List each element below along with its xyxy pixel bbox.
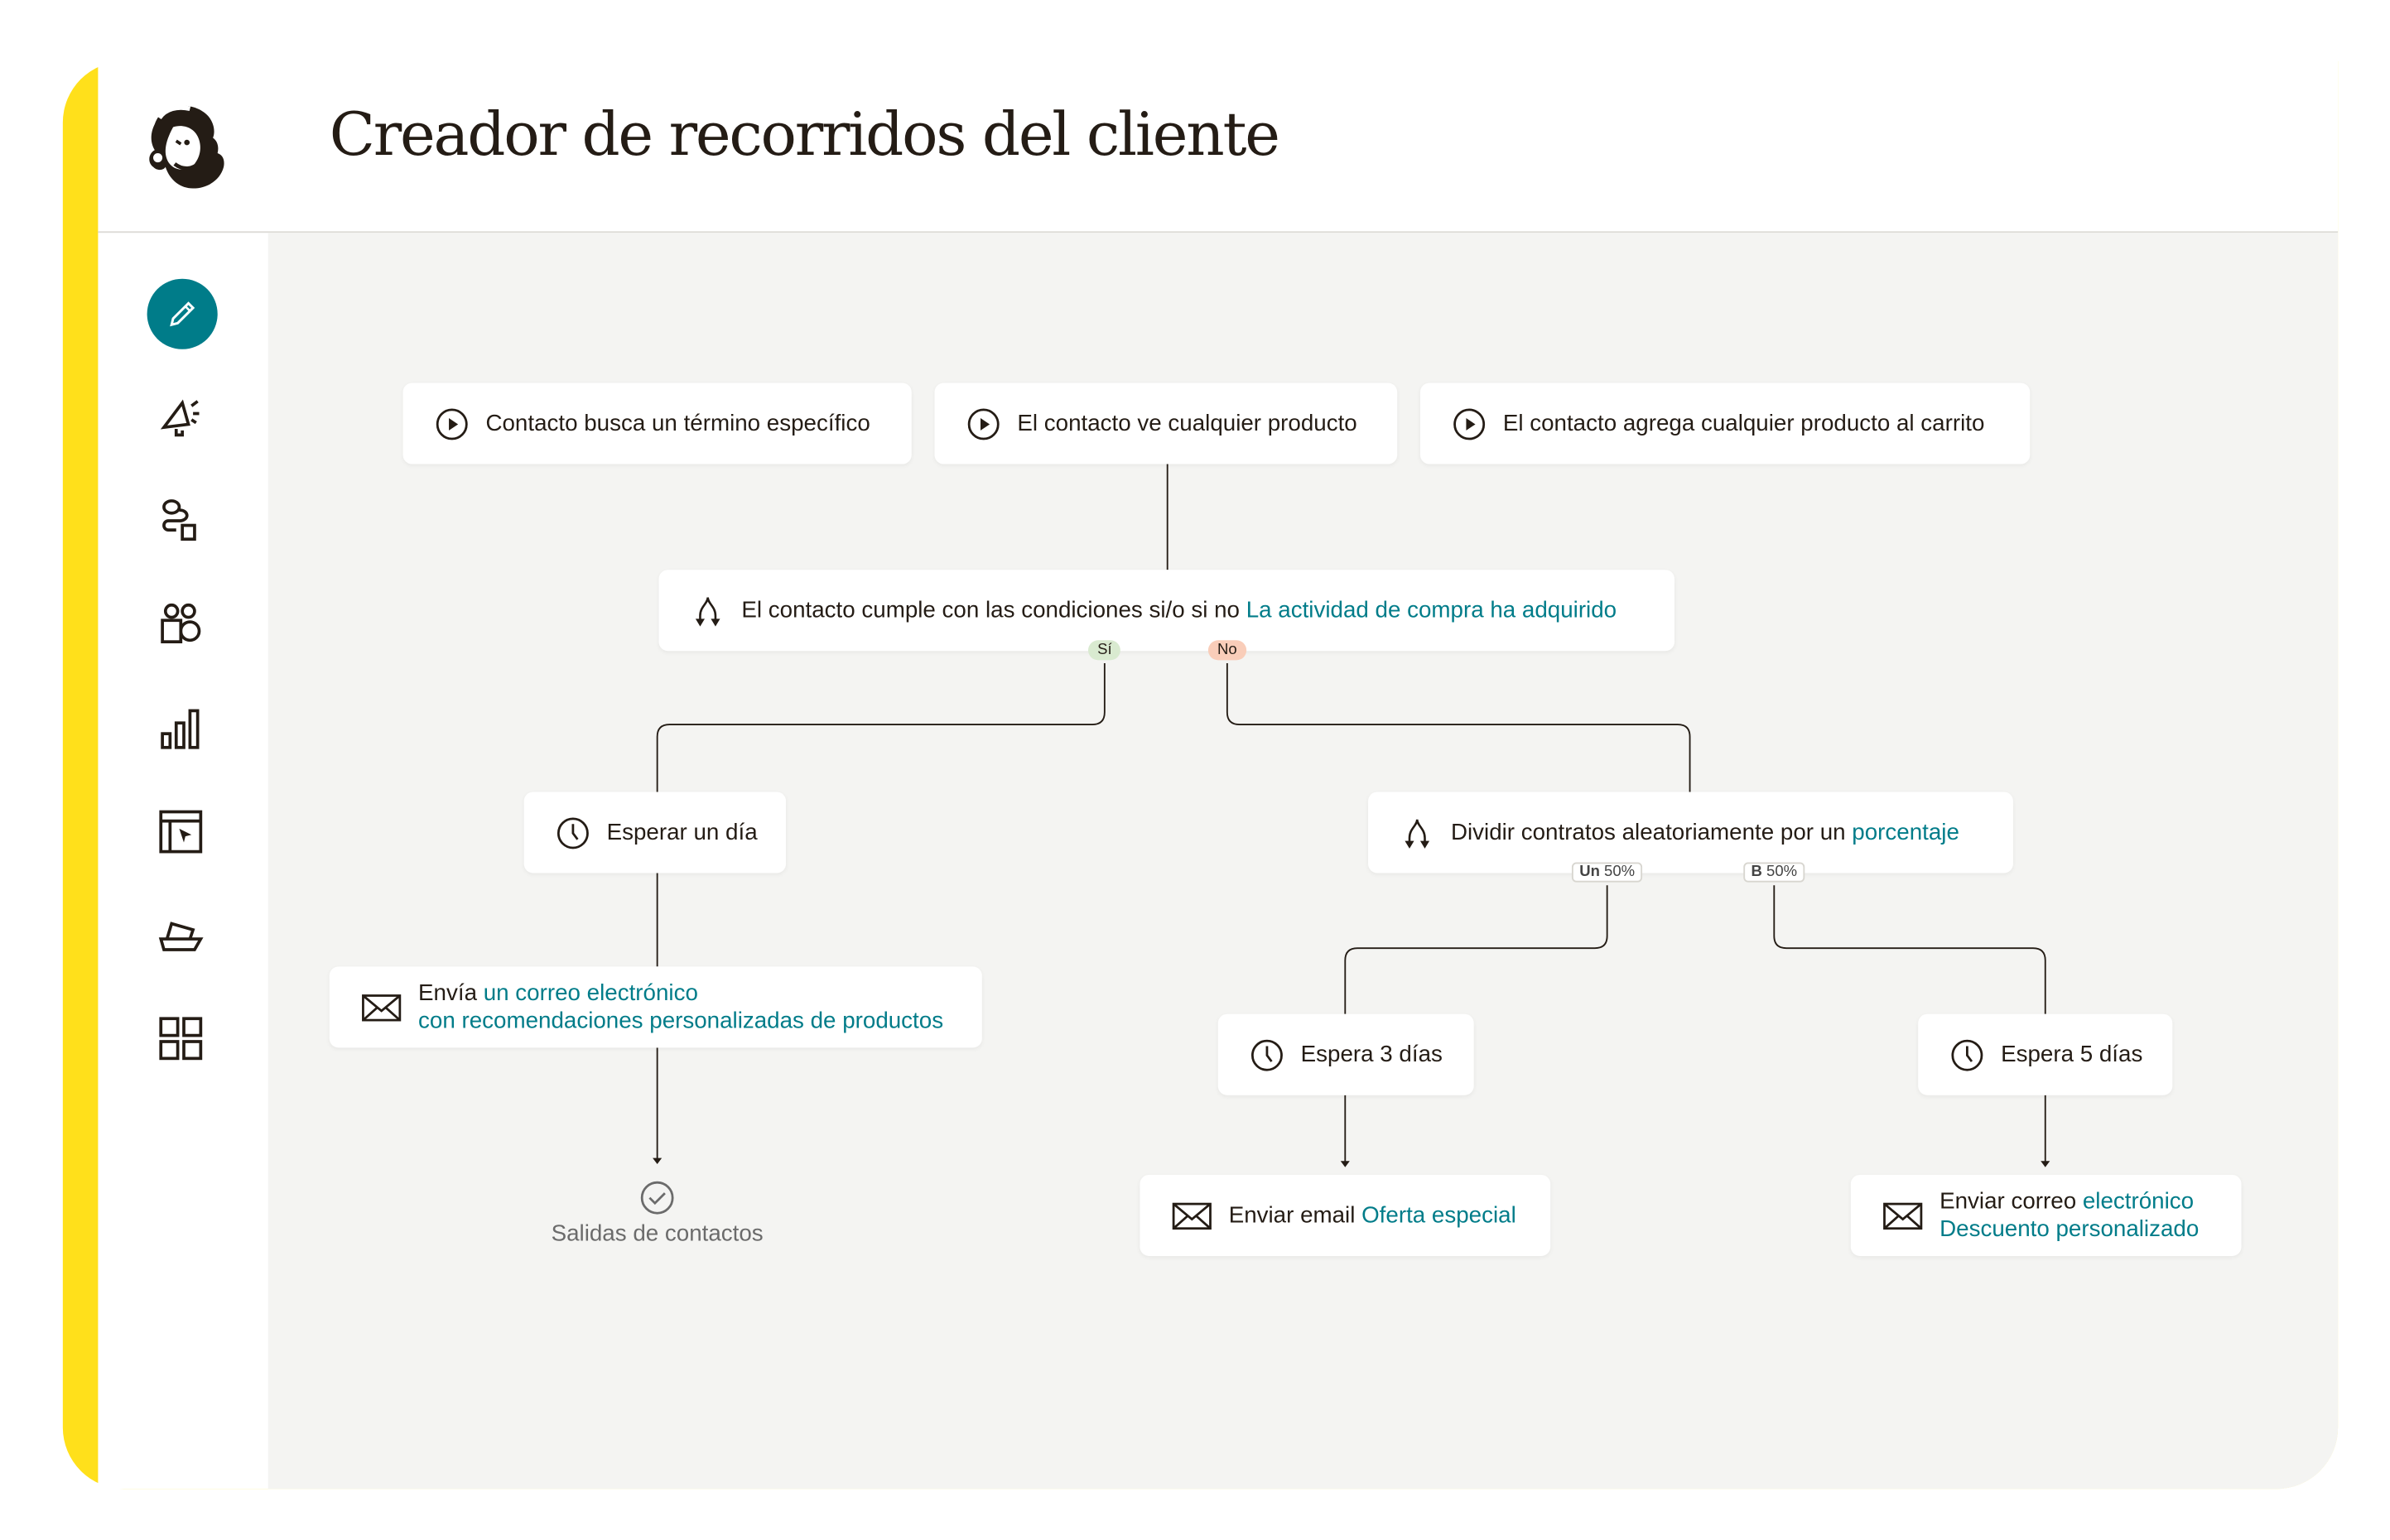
sidebar-item-analytics[interactable] <box>150 699 211 760</box>
sidebar-item-website[interactable] <box>150 801 211 863</box>
email-node[interactable]: Enviar email Oferta especial <box>1140 1174 1551 1256</box>
mailchimp-logo[interactable] <box>135 97 233 195</box>
wait-label: Espera 3 días <box>1300 1042 1443 1068</box>
check-circle-icon <box>640 1181 674 1215</box>
email-text: Envía <box>418 979 478 1006</box>
pencil-icon <box>170 301 195 327</box>
no-badge: No <box>1207 640 1246 661</box>
email-link[interactable]: electrónico <box>2082 1187 2195 1215</box>
automation-icon <box>162 499 196 541</box>
trigger-label: Contacto busca un término específico <box>485 410 870 437</box>
split-b-badge: B 50% <box>1743 862 1805 883</box>
email-link-line2[interactable]: con recomendaciones personalizadas de pr… <box>418 1007 944 1033</box>
email-link[interactable]: un correo electrónico <box>483 979 698 1006</box>
trigger-node[interactable]: El contacto agrega cualquier producto al… <box>1419 383 2031 464</box>
condition-node[interactable]: El contacto cumple con las condiciones s… <box>658 570 1675 652</box>
sidebar-item-integrations[interactable] <box>150 904 211 965</box>
condition-link[interactable]: La actividad de compra ha adquirido <box>1246 597 1617 623</box>
header-divider <box>98 231 2339 233</box>
audience-icon <box>161 603 201 644</box>
clock-icon <box>1250 1038 1283 1071</box>
email-text: Enviar correo <box>1939 1187 2077 1215</box>
sidebar-item-create[interactable] <box>147 278 218 349</box>
integrations-icon <box>158 922 204 951</box>
megaphone-icon <box>160 399 200 437</box>
split-link[interactable]: porcentaje <box>1852 819 1959 846</box>
envelope-icon <box>1172 1201 1212 1230</box>
trigger-node[interactable]: Contacto busca un término específico <box>402 383 912 464</box>
trigger-label: El contacto ve cualquier producto <box>1017 410 1357 437</box>
wait-label: Espera 5 días <box>2001 1042 2143 1068</box>
page-title: Creador de recorridos del cliente <box>329 101 1280 171</box>
website-icon <box>159 810 203 854</box>
condition-text: El contacto cumple con las condiciones s… <box>741 597 1240 623</box>
email-link[interactable]: Oferta especial <box>1361 1202 1516 1229</box>
play-icon <box>1453 407 1486 440</box>
split-node[interactable]: Dividir contratos aleatoriamente por un … <box>1368 792 2013 873</box>
email-text: Enviar email <box>1228 1202 1356 1229</box>
play-icon <box>436 407 468 440</box>
sidebar-item-automations[interactable] <box>150 490 211 551</box>
sidebar-item-audience[interactable] <box>150 593 211 654</box>
sidebar-item-apps[interactable] <box>150 1008 211 1069</box>
wait-node[interactable]: Esperar un día <box>523 792 787 873</box>
clock-icon <box>1951 1038 1983 1071</box>
envelope-icon <box>362 994 402 1021</box>
email-link-line2[interactable]: Descuento personalizado <box>1939 1215 2200 1242</box>
email-node[interactable]: Enviar correo electrónico Descuento pers… <box>1850 1174 2242 1256</box>
yes-badge: Sí <box>1088 640 1121 661</box>
clock-icon <box>557 816 589 849</box>
trigger-node[interactable]: El contacto ve cualquier producto <box>934 383 1398 464</box>
split-text: Dividir contratos aleatoriamente por un <box>1450 819 1846 846</box>
envelope-icon <box>1883 1201 1923 1230</box>
email-node[interactable]: Envía un correo electrónico con recomend… <box>329 966 982 1048</box>
sidebar-item-campaigns[interactable] <box>150 386 211 447</box>
grid-icon <box>159 1017 203 1061</box>
exit-label: Salidas de contactos <box>551 1220 764 1247</box>
branch-icon <box>695 596 720 626</box>
play-icon <box>967 407 1000 440</box>
trigger-label: El contacto agrega cualquier producto al… <box>1502 410 1985 437</box>
wait-label: Esperar un día <box>606 819 758 846</box>
wait-node[interactable]: Espera 5 días <box>1918 1013 2173 1095</box>
wait-node[interactable]: Espera 3 días <box>1217 1013 1474 1095</box>
branch-icon <box>1405 818 1430 848</box>
bar-chart-icon <box>161 709 200 749</box>
split-a-badge: Un 50% <box>1571 862 1643 883</box>
